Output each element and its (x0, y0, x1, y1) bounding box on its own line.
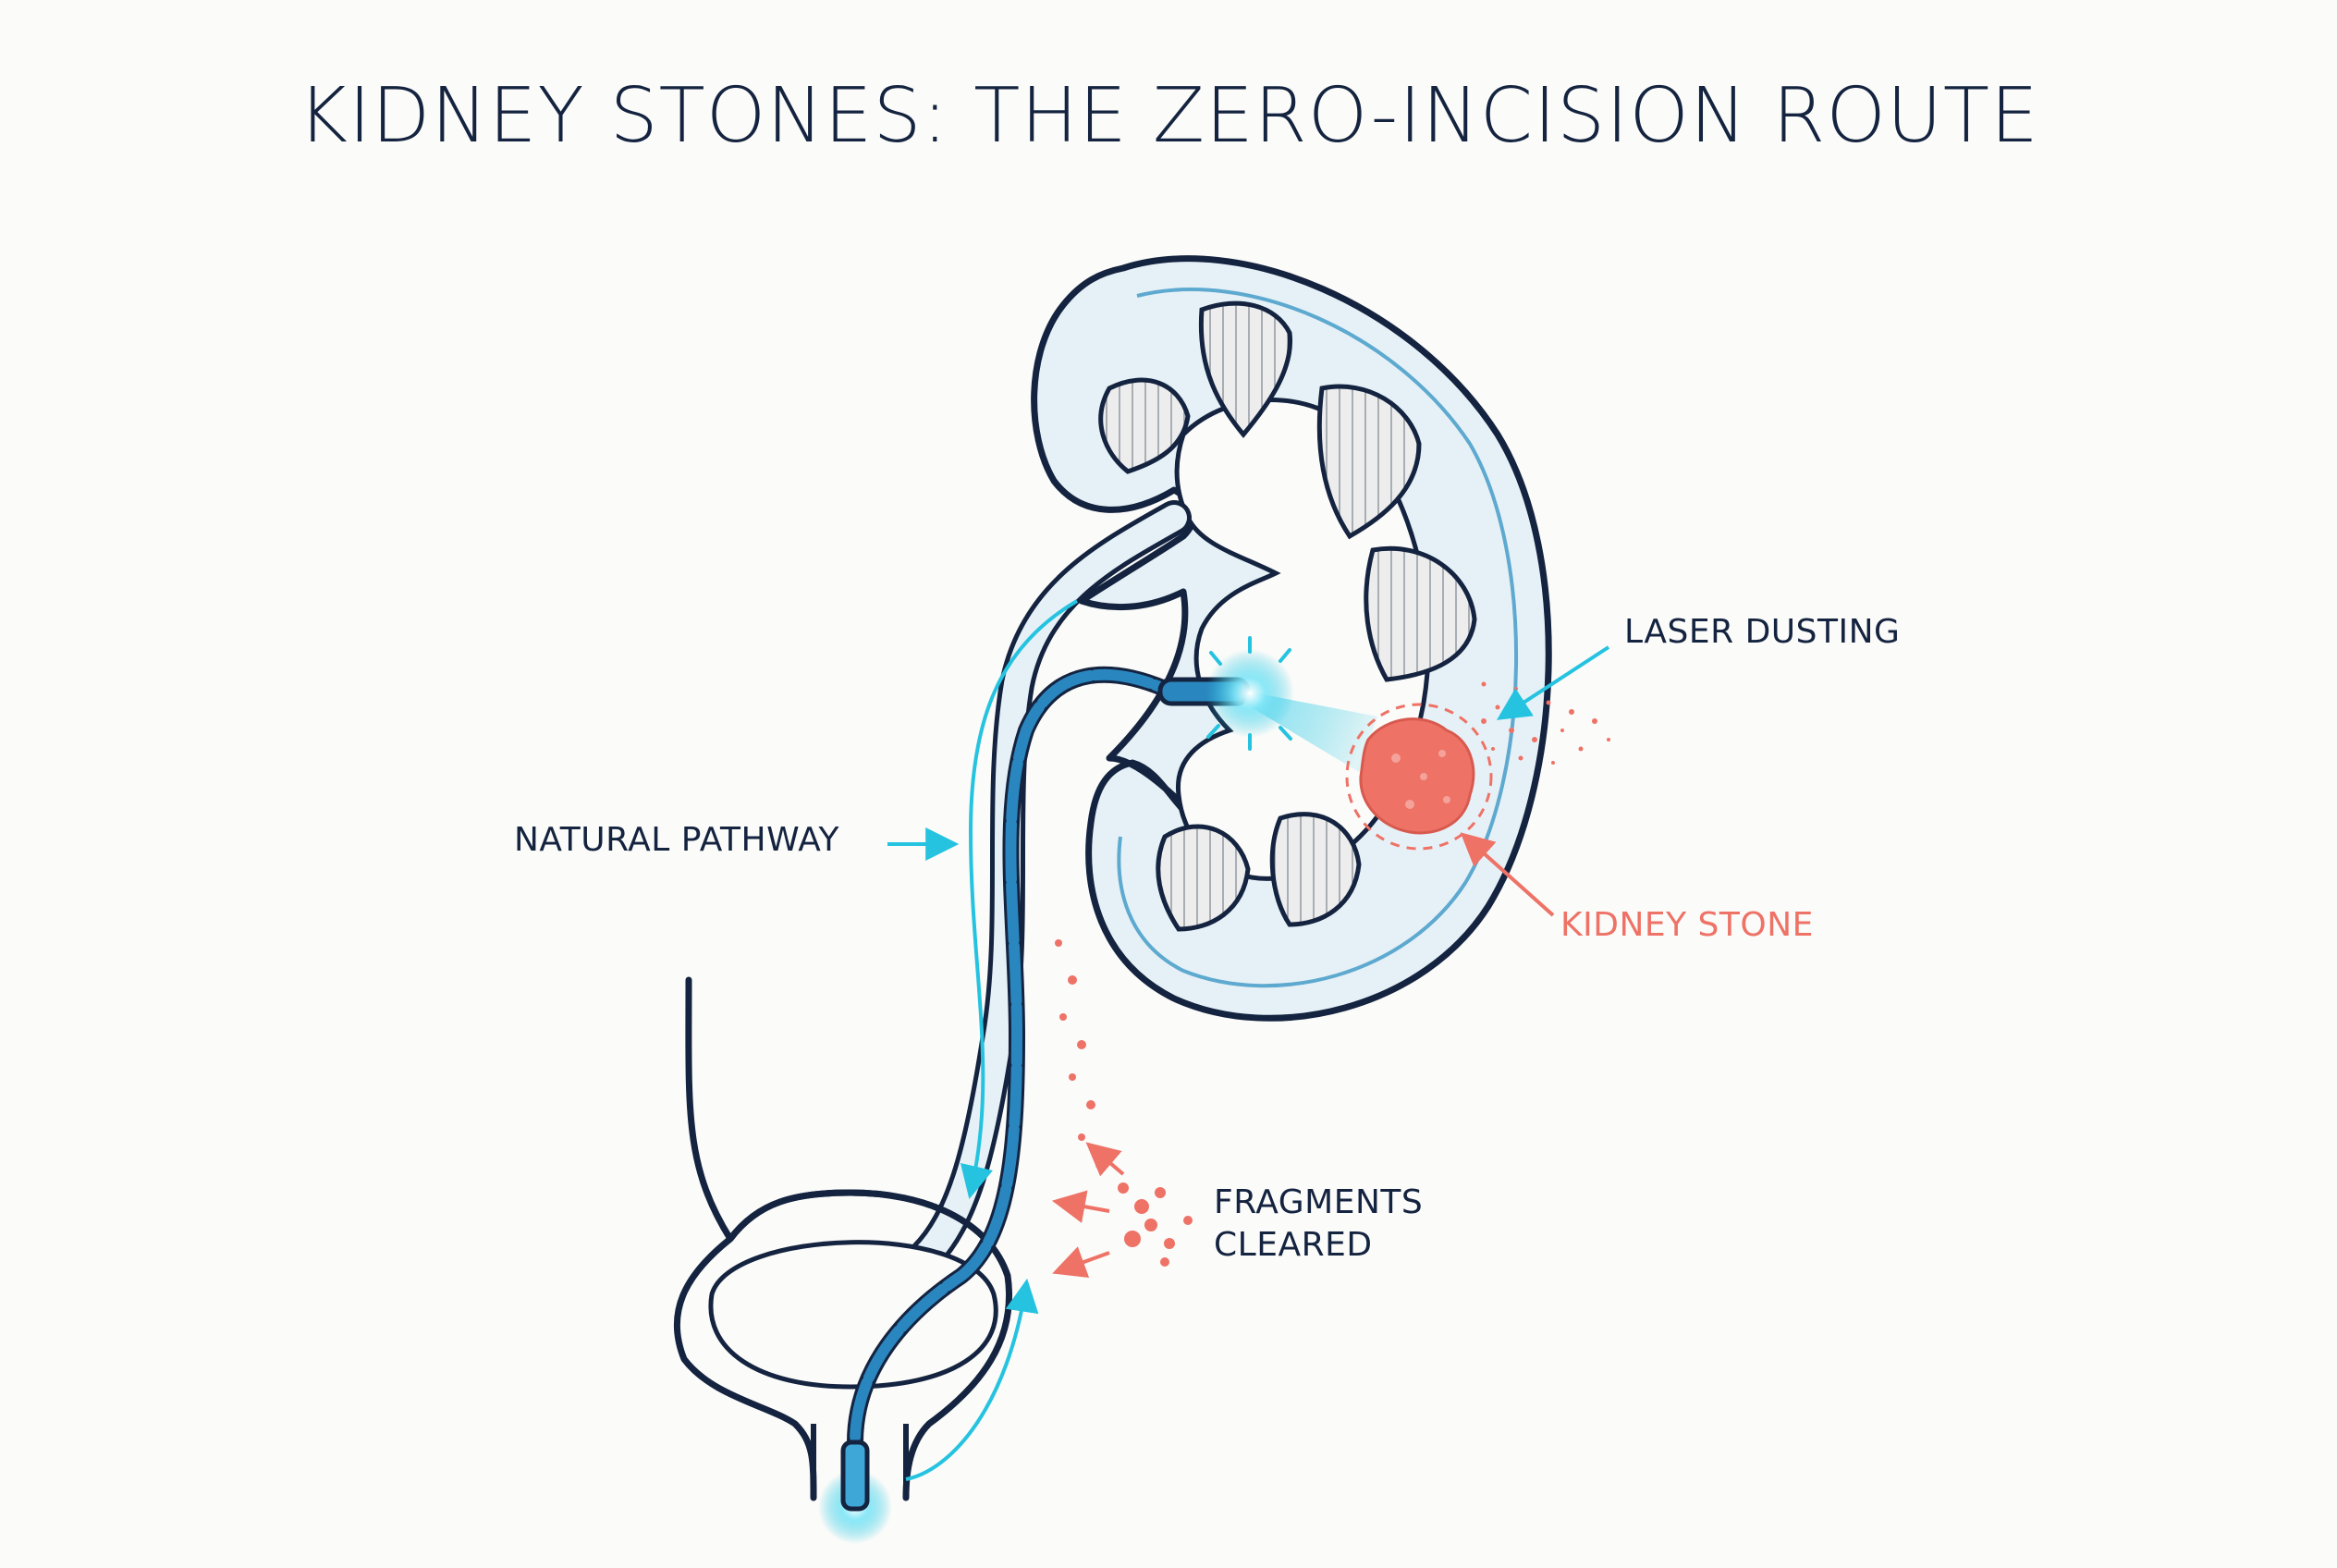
label-laser-dusting: LASER DUSTING (1624, 613, 1900, 651)
label-fragments-line2: CLEARED (1214, 1226, 1373, 1264)
fragment-arrow-up (1085, 1142, 1125, 1177)
natural-pathway-flow-arrow (960, 599, 1079, 1200)
return-flow-arrow (905, 1278, 1039, 1481)
label-kidney-stone: KIDNEY STONE (1560, 906, 1814, 944)
page-title: KIDNEY STONES: THE ZERO-INCISION ROUTE (298, 72, 2039, 160)
bladder-icon (673, 976, 1012, 1501)
fragment-arrow-left (1051, 1190, 1110, 1223)
stone-fragments (1055, 939, 1193, 1267)
laser-dusting-pointer (1496, 645, 1610, 720)
kidney-stone-icon (1345, 703, 1493, 851)
laser-beam-icon (1205, 636, 1377, 772)
label-natural-pathway: NATURAL PATHWAY (514, 821, 840, 859)
kidney-stone-pointer (1460, 832, 1555, 917)
dust-particles (1481, 681, 1610, 765)
label-fragments-line1: FRAGMENTS (1214, 1183, 1423, 1221)
renal-pyramids (1098, 300, 1477, 932)
fragment-arrow-down (1052, 1246, 1110, 1279)
